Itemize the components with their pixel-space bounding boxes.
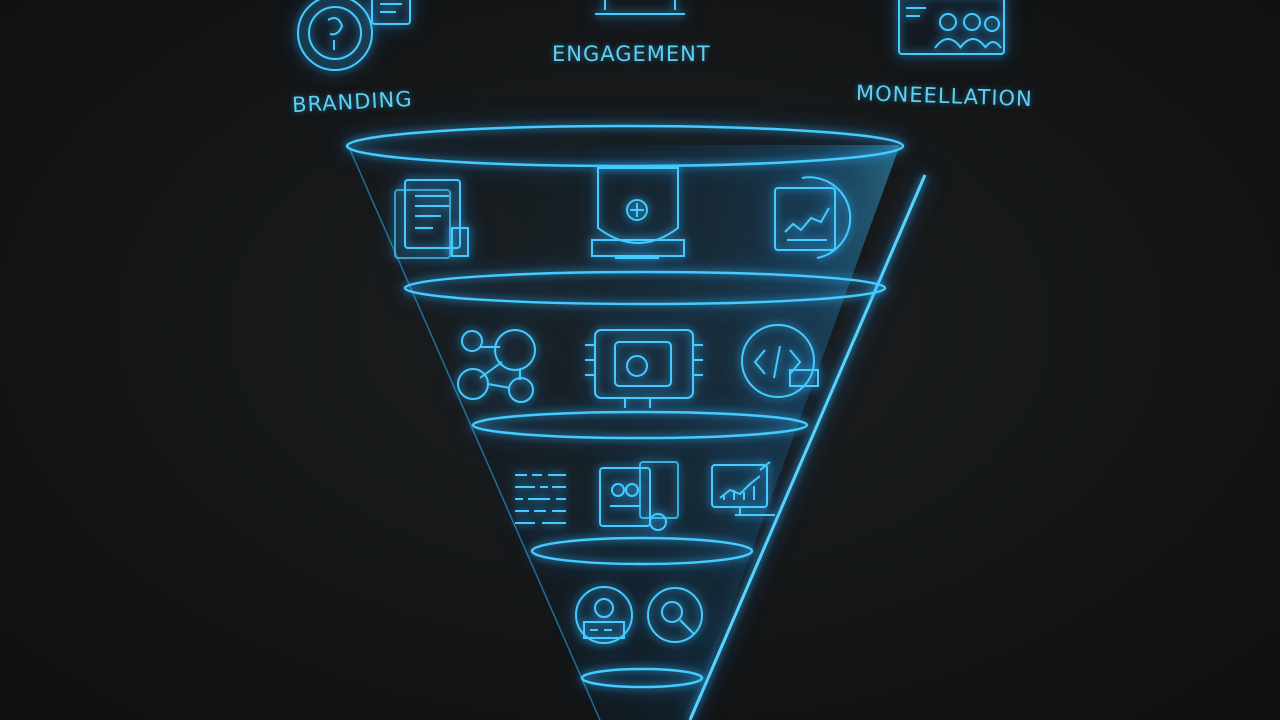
funnel-ring-1 <box>345 124 905 168</box>
analytics-icon <box>711 461 775 516</box>
circuit-icon <box>585 329 703 408</box>
shield-icon <box>591 167 685 259</box>
network-icon <box>457 329 536 403</box>
team-meeting-icon <box>898 0 1005 55</box>
code-icon <box>741 324 819 398</box>
funnel-ring-2 <box>403 270 887 306</box>
robot-icon <box>599 461 679 531</box>
settings-icon <box>575 586 633 644</box>
funnel-body <box>347 144 927 720</box>
chart-monitor-icon <box>774 176 852 259</box>
funnel-ring-5 <box>580 667 704 689</box>
funnel-edge-left <box>347 144 601 720</box>
data-icon <box>515 474 566 524</box>
presentation-icon <box>595 0 685 15</box>
label-engagement: ENGAGEMENT <box>552 42 711 66</box>
funnel-ring-3 <box>471 410 809 440</box>
funnel-ring-4 <box>530 536 754 566</box>
funnel-shell <box>348 145 900 720</box>
search-icon <box>647 587 703 643</box>
funnel-edge-right <box>688 174 927 720</box>
badge-icon <box>297 0 411 71</box>
document-icon <box>394 179 469 259</box>
